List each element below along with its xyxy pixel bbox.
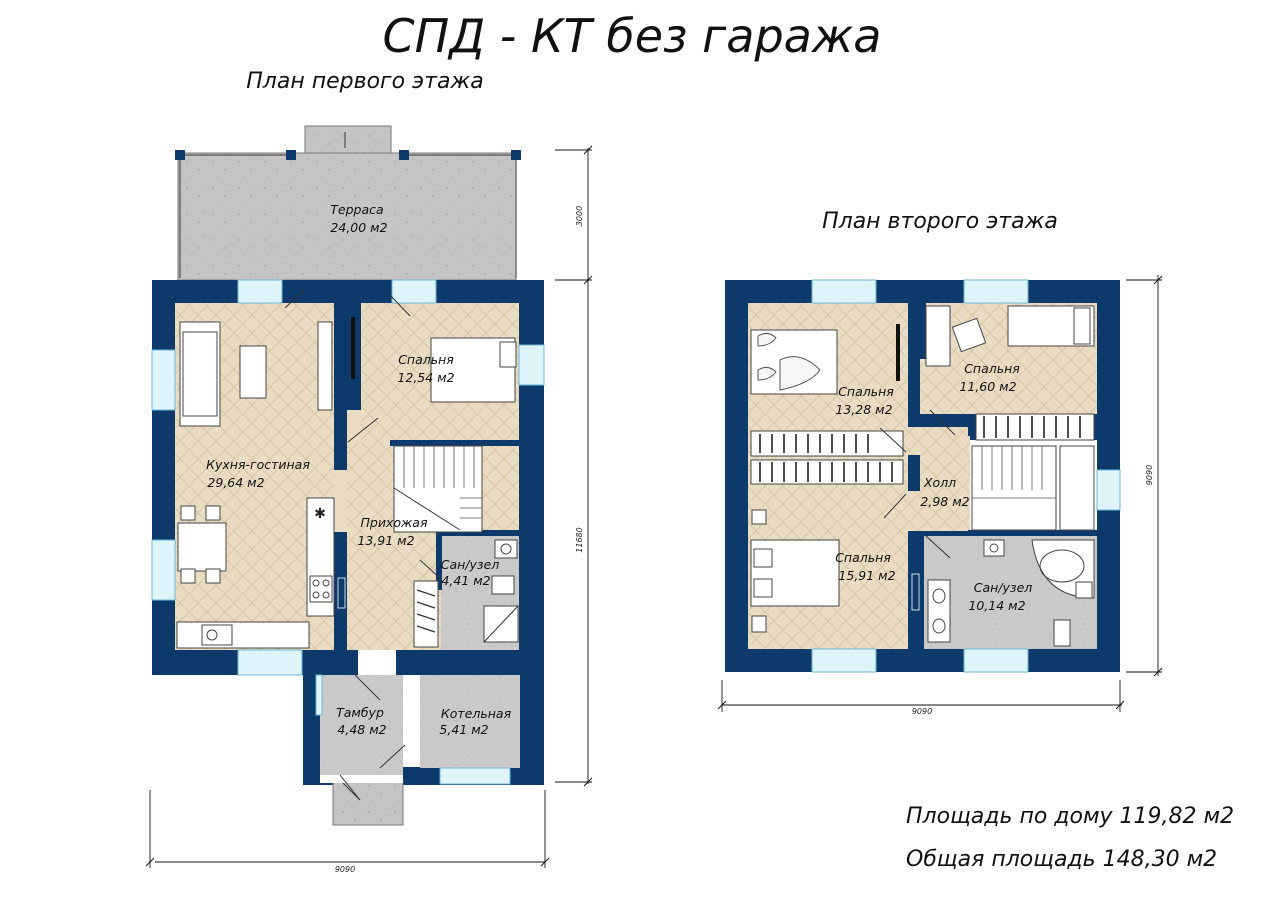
room-boiler-name: Котельная	[441, 706, 512, 721]
room-bedroom2b-name: Спальня	[964, 361, 1020, 376]
dim-floor1-height: 11680	[575, 527, 584, 552]
room-hall1-area: 13,91 м2	[357, 533, 414, 548]
room-hall2-name: Холл	[923, 475, 956, 490]
floor2-plan	[717, 275, 1163, 712]
dim-floor2-height: 9090	[1145, 465, 1154, 485]
vestibule-floor	[320, 675, 403, 780]
summary-house-area: Площадь по дому 119,82 м2	[906, 804, 1234, 829]
room-bedroom2a-area: 13,28 м2	[835, 402, 892, 417]
room-terrace-area: 24,00 м2	[330, 220, 387, 235]
sheet-title: СПД - КТ без гаража	[383, 9, 882, 63]
svg-text:✱: ✱	[314, 506, 326, 522]
room-vestibule-name: Тамбур	[336, 705, 384, 720]
room-bedroom2a-name: Спальня	[838, 384, 894, 399]
room-hall1-name: Прихожая	[361, 515, 428, 530]
floor1-title: План первого этажа	[246, 69, 483, 94]
room-terrace-name: Терраса	[330, 202, 383, 217]
room-bedroom2c-area: 15,91 м2	[838, 568, 895, 583]
room-kitchen-area: 29,64 м2	[207, 475, 264, 490]
floor1-plan: ✱	[145, 125, 593, 868]
dim-floor2-width: 9090	[912, 707, 932, 716]
room-bath2-area: 10,14 м2	[968, 598, 1025, 613]
dim-terrace-depth: 3000	[575, 206, 584, 226]
room-bedroom1-area: 12,54 м2	[397, 370, 454, 385]
floor2-title: План второго этажа	[822, 209, 1058, 234]
room-bath2-name: Сан/узел	[974, 580, 1033, 595]
room-hall2-area: 2,98 м2	[920, 494, 969, 509]
room-vestibule-area: 4,48 м2	[337, 722, 386, 737]
room-bedroom1-name: Спальня	[398, 352, 454, 367]
dim-floor1-width: 9090	[335, 865, 355, 874]
terrace-steps	[304, 125, 392, 154]
terrace-floor	[177, 152, 517, 281]
room-bedroom2c-name: Спальня	[835, 550, 891, 565]
summary-total-area: Общая площадь 148,30 м2	[906, 847, 1217, 872]
room-boiler-area: 5,41 м2	[439, 722, 488, 737]
room-bath1-area: 4,41 м2	[441, 573, 490, 588]
room-bath1-name: Сан/узел	[441, 557, 500, 572]
room-kitchen-name: Кухня-гостиная	[206, 457, 310, 472]
boiler-floor	[420, 675, 520, 768]
room-bedroom2b-area: 11,60 м2	[959, 379, 1016, 394]
